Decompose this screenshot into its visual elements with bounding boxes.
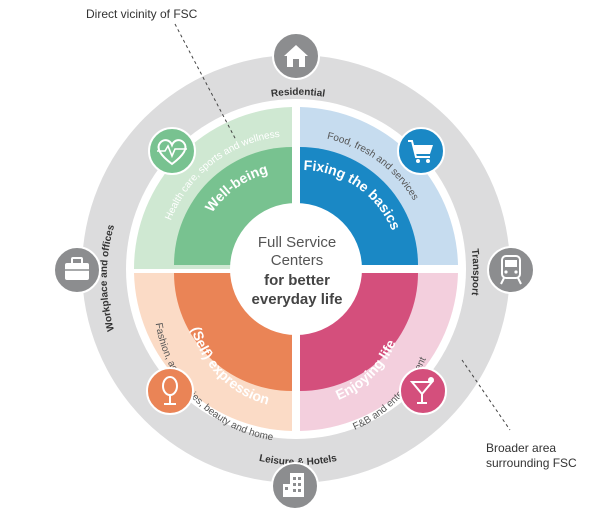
briefcase-icon bbox=[53, 246, 101, 294]
transport-label: Transport bbox=[469, 248, 481, 297]
broader-area-callout-line-1: Broader area bbox=[486, 441, 557, 455]
house-icon bbox=[272, 32, 320, 80]
leisure-label: Leisure & Hotels bbox=[258, 453, 338, 468]
direct-callout-line bbox=[174, 23, 237, 141]
center-circle bbox=[230, 203, 362, 335]
mirror-icon bbox=[146, 367, 194, 415]
center-line-4: everyday life bbox=[252, 291, 343, 308]
heart-monitor-icon bbox=[148, 127, 196, 175]
center-line-2: Centers bbox=[271, 252, 324, 269]
center-line-1: Full Service bbox=[258, 234, 336, 251]
svg-text:Transport: Transport bbox=[469, 248, 481, 297]
hotel-icon bbox=[271, 462, 319, 510]
cocktail-icon bbox=[399, 367, 447, 415]
shopping-cart-icon bbox=[397, 127, 445, 175]
broader-area-callout-line-2: surrounding FSC bbox=[486, 456, 577, 470]
train-icon bbox=[487, 246, 535, 294]
svg-text:Leisure & Hotels: Leisure & Hotels bbox=[258, 453, 338, 468]
residential-label: Residential bbox=[270, 87, 326, 100]
svg-text:Residential: Residential bbox=[270, 87, 326, 100]
direct-vicinity-callout: Direct vicinity of FSC bbox=[86, 7, 198, 21]
center-line-3: for better bbox=[264, 272, 330, 289]
broader-callout-line bbox=[461, 359, 511, 431]
